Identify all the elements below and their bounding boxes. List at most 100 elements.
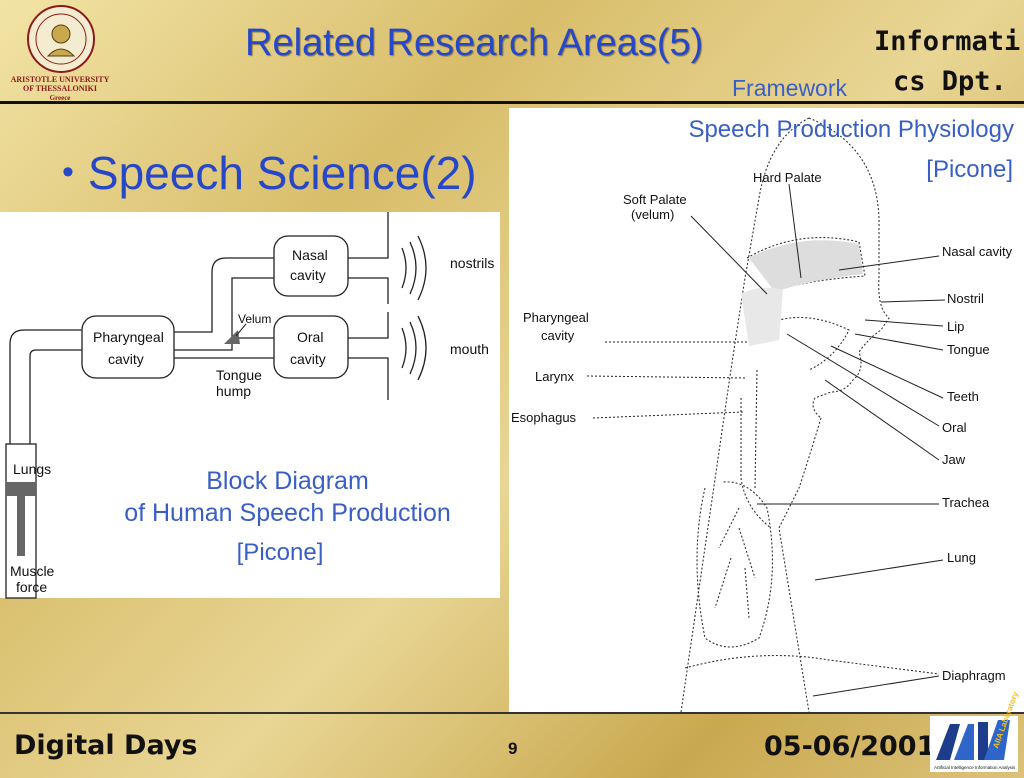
mouth-wave-1 [401,327,407,369]
oral-label-line1: Oral [297,329,323,345]
footer-divider [0,712,1024,714]
nasal-output-tube-lower [348,277,389,304]
bullet-dot-icon: • [62,153,74,191]
physiology-title: Speech Production Physiology [688,116,1014,143]
lab-logo-caption: Artificial Intelligence Information Anal… [934,765,1016,770]
footer-date-text: 05-06/2001 [764,731,936,762]
university-name-line1: ARISTOTLE UNIVERSITY [10,75,110,84]
soft-palate-label-line1: Soft Palate [623,192,687,207]
nasal-label-line1: Nasal [292,247,328,263]
esophagus-leader [592,411,744,419]
diaphragm-outline [684,654,940,675]
aiia-lab-logo: AIIA Laboratory Artificial Intelligence … [930,690,1020,772]
tongue-hump-label-line1: Tongue [216,367,262,383]
velum-label: Velum [238,312,271,326]
university-name-line2: OF THESSALONIKI [22,84,98,93]
nostril-label: Nostril [947,291,984,306]
larynx-leader [586,375,748,379]
tongue-hump-label-line2: hump [216,383,251,399]
university-name-line3: Greece [49,94,71,102]
pharyngeal-cavity-box [81,315,175,379]
esophagus-label: Esophagus [511,410,577,425]
tongue-outline [758,316,850,371]
oral-cavity-box [273,315,349,379]
page-number: 9 [508,739,518,758]
esophagus-outline [754,369,758,489]
bullet-text: Speech Science(2) [87,147,477,199]
jaw-leader [824,379,940,461]
pharyngeal-label-line1: Pharyngeal [93,329,164,345]
nasal-cavity-hatch [749,240,863,292]
lung-label: Lung [947,550,976,565]
mouth-wave-3 [417,315,427,381]
tongue-label: Tongue [947,342,990,357]
velum-arrow-icon [224,330,240,344]
bullet-item: • Speech Science(2) [62,146,477,200]
oral-leader [786,333,940,427]
lungs-piston-head [6,482,36,496]
pharyngeal-label-line1: Pharyngeal [523,310,589,325]
oral-output-tube-lower [348,357,389,400]
pharyngeal-label-line2: cavity [541,328,575,343]
teeth-label: Teeth [947,389,979,404]
header-divider [0,101,1024,104]
block-diagram-panel: Lungs Muscle force Pharyngeal cavity Nas… [0,212,500,599]
caption-line1: Block Diagram [206,467,369,495]
oral-label: Oral [942,420,967,435]
block-diagram-citation: [Picone] [236,539,324,566]
hard-palate-label: Hard Palate [753,170,822,185]
page-title: Related Research Areas(5) [245,22,704,64]
soft-palate-label-line2: (velum) [631,207,674,222]
lung-branches [714,507,756,619]
hard-palate-leader [788,183,802,279]
nasal-cavity-box [273,235,349,297]
lung-outline [696,481,773,648]
mouth-label: mouth [450,341,489,357]
oral-label-line2: cavity [290,351,326,367]
trachea-label: Trachea [942,495,990,510]
trachea-outline [740,398,772,529]
nostrils-wave-3 [417,235,427,301]
lungs-cylinder [5,443,37,599]
head-outline [808,117,890,419]
muscle-force-label-line2: force [16,579,47,595]
footer-date: 05-06/2001 [764,730,936,778]
physiology-panel: Hard Palate Soft Palate (velum) Nasal ca… [509,108,1024,713]
trachea-tube [9,329,82,444]
lip-label: Lip [947,319,964,334]
lungs-label: Lungs [13,461,51,477]
lung-leader [814,559,944,581]
nasal-output-tube [348,212,389,259]
larynx-label: Larynx [535,369,575,384]
nasal-branch-tube [174,257,274,333]
teeth-leader [830,345,944,399]
lungs-piston-rod [17,496,25,556]
nostrils-wave-2 [409,241,417,295]
footer-event-name: Digital Days [14,730,198,761]
pharyngeal-label-line2: cavity [108,351,144,367]
pharynx-hatch [741,287,783,346]
physiology-diagram: Hard Palate Soft Palate (velum) Nasal ca… [511,117,1013,713]
diaphragm-label: Diaphragm [942,668,1006,683]
back-of-head-outline [680,117,810,713]
oral-output-tube [348,312,389,339]
muscle-force-label-line1: Muscle [10,563,55,579]
lip-leader [864,319,944,327]
department-label-line1: Informati [874,26,1021,57]
nasal-cavity-label: Nasal cavity [942,244,1013,259]
nasal-label-line2: cavity [290,267,326,283]
jaw-label: Jaw [942,452,966,467]
block-diagram-caption: Block Diagram of Human Speech Production [0,465,575,529]
neck-front-outline [778,417,822,713]
university-seal-logo [27,5,95,73]
trachea-tube-inner [29,349,82,444]
tongue-leader [854,333,944,351]
soft-palate-leader [690,215,768,295]
nasal-branch-tube-inner [174,277,274,351]
physiology-citation: [Picone] [926,156,1013,183]
nasal-cavity-leader [838,255,940,271]
nostrils-label: nostrils [450,255,494,271]
mouth-wave-2 [409,321,417,375]
caption-line2: of Human Speech Production [124,499,451,527]
nostrils-wave-1 [401,247,407,289]
